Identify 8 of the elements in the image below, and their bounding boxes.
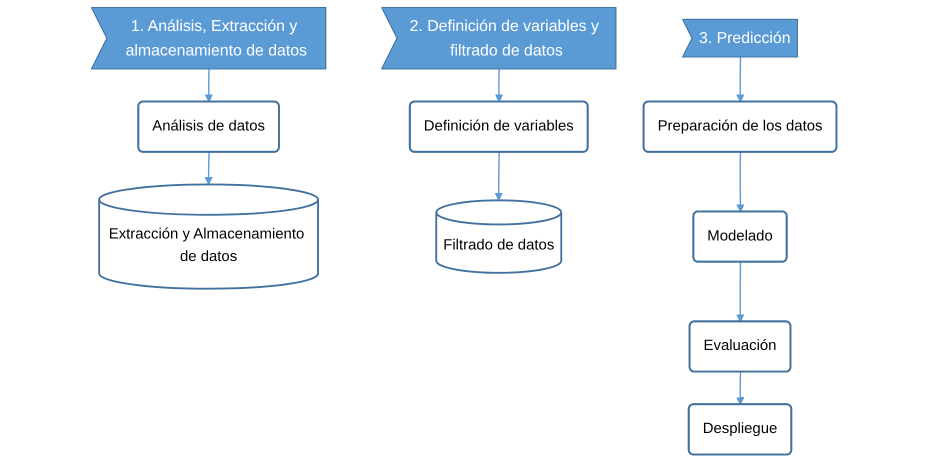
- arrow: [736, 262, 744, 322]
- arrow: [736, 372, 744, 406]
- arrow: [494, 69, 503, 102]
- arrow: [204, 69, 212, 102]
- arrow: [204, 152, 212, 185]
- arrow: [736, 152, 744, 212]
- arrow: [736, 58, 744, 102]
- arrow: [494, 152, 502, 201]
